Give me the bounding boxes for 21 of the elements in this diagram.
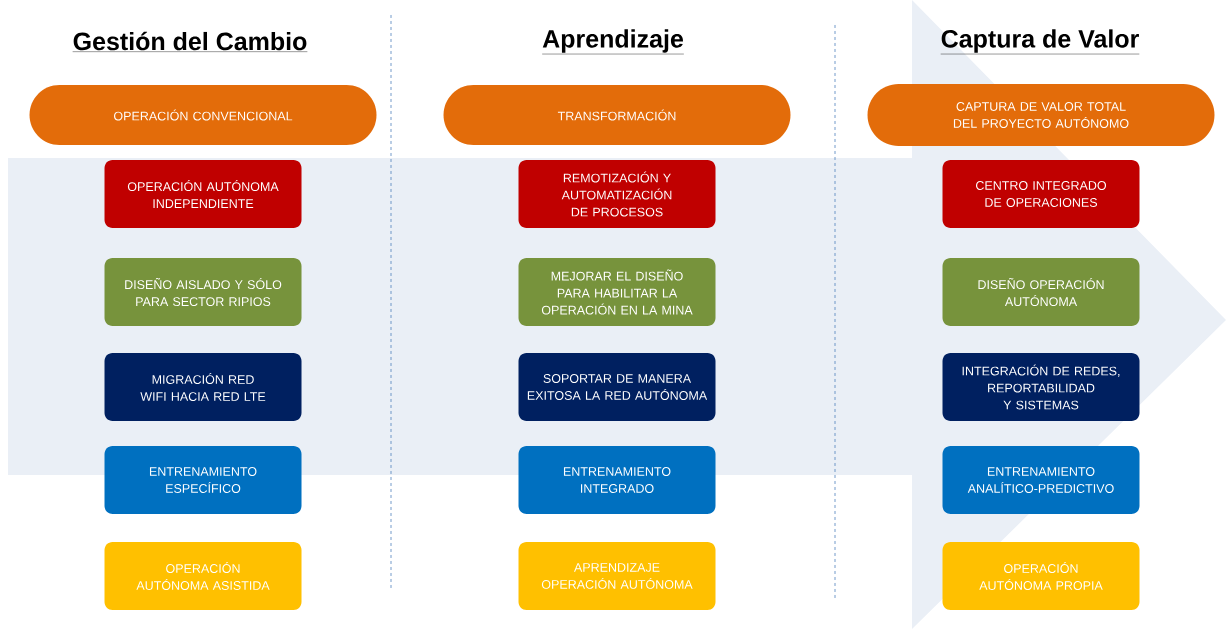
process-box: ENTRENAMIENTO ESPECÍFICO <box>104 446 302 514</box>
process-box: SOPORTAR DE MANERA EXITOSA LA RED AUTÓNOMA <box>518 353 716 421</box>
process-box: OPERACIÓN AUTÓNOMA ASISTIDA <box>104 542 302 610</box>
process-box: INTEGRACIÓN DE REDES, REPORTABILIDAD Y SISTEMAS <box>942 353 1140 421</box>
process-box: OPERACIÓN AUTÓNOMA PROPIA <box>942 542 1140 610</box>
process-box: ENTRENAMIENTO ANALÍTICO-PREDICTIVO <box>942 446 1140 514</box>
column-heading: Aprendizaje <box>541 29 685 55</box>
process-box: DISEÑO OPERACIÓN AUTÓNOMA <box>942 258 1140 326</box>
process-box: CENTRO INTEGRADO DE OPERACIONES <box>942 160 1140 228</box>
process-box: ENTRENAMIENTO INTEGRADO <box>518 446 716 514</box>
column-heading: Captura de Valor <box>940 29 1140 55</box>
pill-box: CAPTURA DE VALOR TOTAL DEL PROYECTO AUTÓNOMO <box>867 84 1215 146</box>
pill-box: TRANSFORMACIÓN <box>443 85 791 145</box>
process-box: MIGRACIÓN RED WIFI HACIA RED LTE <box>104 353 302 421</box>
process-box: REMOTIZACIÓN Y AUTOMATIZACIÓN DE PROCESOS <box>518 160 716 228</box>
process-box: OPERACIÓN AUTÓNOMA INDEPENDIENTE <box>104 160 302 228</box>
process-box: APRENDIZAJE OPERACIÓN AUTÓNOMA <box>518 542 716 610</box>
process-box: DISEÑO AISLADO Y SÓLO PARA SECTOR RIPIOS <box>104 258 302 326</box>
pill-box: OPERACIÓN CONVENCIONAL <box>29 85 377 145</box>
column-heading: Gestión del Cambio <box>72 31 308 52</box>
process-box: MEJORAR EL DISEÑO PARA HABILITAR LA OPERACIÓN EN LA MINA <box>518 258 716 326</box>
